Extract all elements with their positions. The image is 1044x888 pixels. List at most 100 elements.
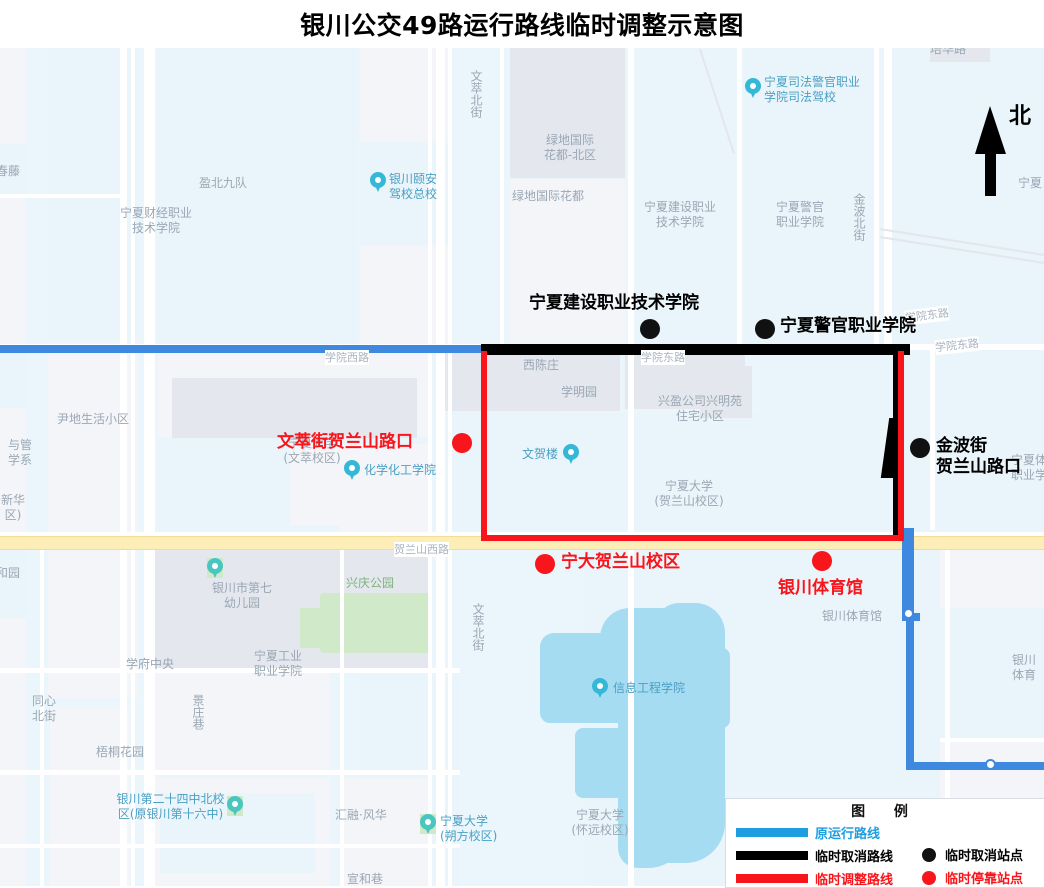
map-poi-pin[interactable] <box>592 678 608 698</box>
legend-label: 临时取消路线 <box>815 850 894 865</box>
stop-label-temporary: 宁大贺兰山校区 <box>561 552 680 572</box>
route-cancelled-black <box>481 344 910 355</box>
map-label: 银川颐安 驾校总校 <box>389 172 438 201</box>
road-vertical <box>120 48 127 886</box>
map-poi-pin[interactable] <box>207 558 223 578</box>
legend-item-original-route: 原运行路线 <box>736 823 880 842</box>
land-block <box>510 180 625 348</box>
map-label: 学明园 <box>561 385 598 399</box>
map-label: 汇融·风华 <box>335 808 387 822</box>
map-label: 梧桐花园 <box>96 745 145 759</box>
map-label: 学府中央 <box>126 657 175 671</box>
map-label-road: 贺兰山西路 <box>394 542 449 557</box>
map-poi-pin[interactable] <box>344 460 360 480</box>
legend-swatch-red-line <box>736 874 808 883</box>
legend-item-temporary-stop: 临时停靠站点 <box>922 868 1023 887</box>
map-label: 兴盈公司兴明苑 住宅小区 <box>657 394 742 423</box>
road-horizontal <box>0 194 120 198</box>
land-block <box>360 246 450 346</box>
road-vertical <box>448 48 452 886</box>
stop-marker-temporary[interactable] <box>812 551 832 571</box>
road-vertical <box>436 48 445 886</box>
map-label: 与管 学系 <box>7 438 32 467</box>
map-poi-pin[interactable] <box>227 796 243 816</box>
road-vertical <box>884 48 892 348</box>
map-poi-pin[interactable] <box>563 444 579 464</box>
stop-marker-cancelled[interactable] <box>640 319 660 339</box>
land-block <box>744 48 874 348</box>
road-vertical <box>945 550 950 886</box>
road-vertical <box>930 350 935 530</box>
map-label: 春藤 <box>0 164 21 178</box>
legend-swatch-black-dot <box>922 847 936 862</box>
map-label: 信息工程学院 <box>613 681 686 695</box>
legend-title: 图 例 <box>851 804 920 820</box>
map-label: 宣和巷 <box>347 872 384 886</box>
land-block <box>890 48 1044 348</box>
legend-label: 临时取消站点 <box>945 849 1024 864</box>
map-label: 兴庆公园 <box>346 576 395 590</box>
road-vertical <box>131 48 135 886</box>
legend-swatch-black-line <box>736 851 808 860</box>
route-original-blue <box>988 762 1044 770</box>
map-label: 宁夏体育 职业学院 <box>1010 453 1044 482</box>
road-vertical <box>737 48 742 348</box>
map-label-street: 文萃北街 <box>471 603 485 651</box>
road-vertical <box>428 48 432 886</box>
map-label-road: 学院东路 <box>641 350 685 365</box>
land-block <box>340 503 430 533</box>
map-label: 文贺楼 <box>522 447 559 461</box>
legend-swatch-blue-line <box>736 828 808 837</box>
land-block <box>940 608 1044 738</box>
map-label: 和园 <box>0 566 21 580</box>
map-label: 新华 区) <box>0 493 25 522</box>
map-label: 宁夏大学 (文萃校区) <box>283 436 341 465</box>
map-label: 宁夏大学 (怀远校区) <box>571 808 629 837</box>
stop-label-cancelled: 宁夏建设职业技术学院 <box>529 293 699 313</box>
land-block <box>930 350 1044 532</box>
map-label: 宁夏司法警官职业 学院司法驾校 <box>764 75 861 104</box>
map-label: 尹地生活小区 <box>57 412 130 426</box>
road-vertical <box>144 48 155 886</box>
route-adjusted-red <box>898 351 904 541</box>
map-label: 绿地国际花都 <box>512 189 585 203</box>
map-label: 宁夏警官 职业学院 <box>775 200 824 229</box>
north-arrow-label: 北 <box>1009 104 1032 129</box>
map-poi-pin[interactable] <box>420 814 436 834</box>
land-block <box>0 48 26 348</box>
stop-label-cancelled: 金波街 贺兰山路口 <box>936 436 1021 477</box>
legend-label: 临时调整路线 <box>815 873 894 888</box>
stop-marker-temporary[interactable] <box>452 433 472 453</box>
map-label-street: 文萃北街 <box>469 70 483 118</box>
land-block <box>340 778 430 886</box>
map-label: 宁夏大学 (贺兰山校区) <box>654 479 724 508</box>
map-label: 银川 体育 <box>1011 653 1036 682</box>
road-horizontal <box>0 668 460 673</box>
map-label: 宁夏大学 (朔方校区) <box>440 814 498 843</box>
map-poi-pin[interactable] <box>745 78 761 98</box>
north-arrow-shaft-icon <box>985 138 996 196</box>
map-label: 银川第二十四中北校 区(原银川第十六中) <box>116 792 225 821</box>
stop-marker-cancelled[interactable] <box>755 319 775 339</box>
legend-label: 原运行路线 <box>815 827 881 842</box>
map-label: 同心 北街 <box>31 694 56 723</box>
legend-item-cancelled-route: 临时取消路线 <box>736 846 893 865</box>
route-stop-node <box>903 608 914 619</box>
map-label: 银川体育馆 <box>822 609 883 623</box>
stop-marker-cancelled[interactable] <box>910 438 930 458</box>
land-block <box>50 708 130 886</box>
road-horizontal <box>0 770 460 775</box>
map-label: 宁夏 <box>1018 176 1043 190</box>
map-label: 化学化工学院 <box>364 463 437 477</box>
map-label: 银川市第七 幼儿园 <box>211 581 272 610</box>
land-block <box>0 348 26 408</box>
map-label: 盈北九队 <box>199 176 248 190</box>
map-poi-pin[interactable] <box>370 172 386 192</box>
route-original-blue <box>906 528 914 768</box>
land-block <box>760 353 930 533</box>
map-canvas[interactable]: 春藤 盈北九队 宁夏财经职业 技术学院 银川颐安 驾校总校 绿地国际 花都-北区… <box>0 48 1044 886</box>
route-adjusted-red <box>481 535 904 541</box>
map-label: 绿地国际 花都-北区 <box>543 133 597 162</box>
stop-marker-temporary[interactable] <box>535 554 555 574</box>
stop-label-cancelled: 宁夏警官职业学院 <box>780 316 916 336</box>
